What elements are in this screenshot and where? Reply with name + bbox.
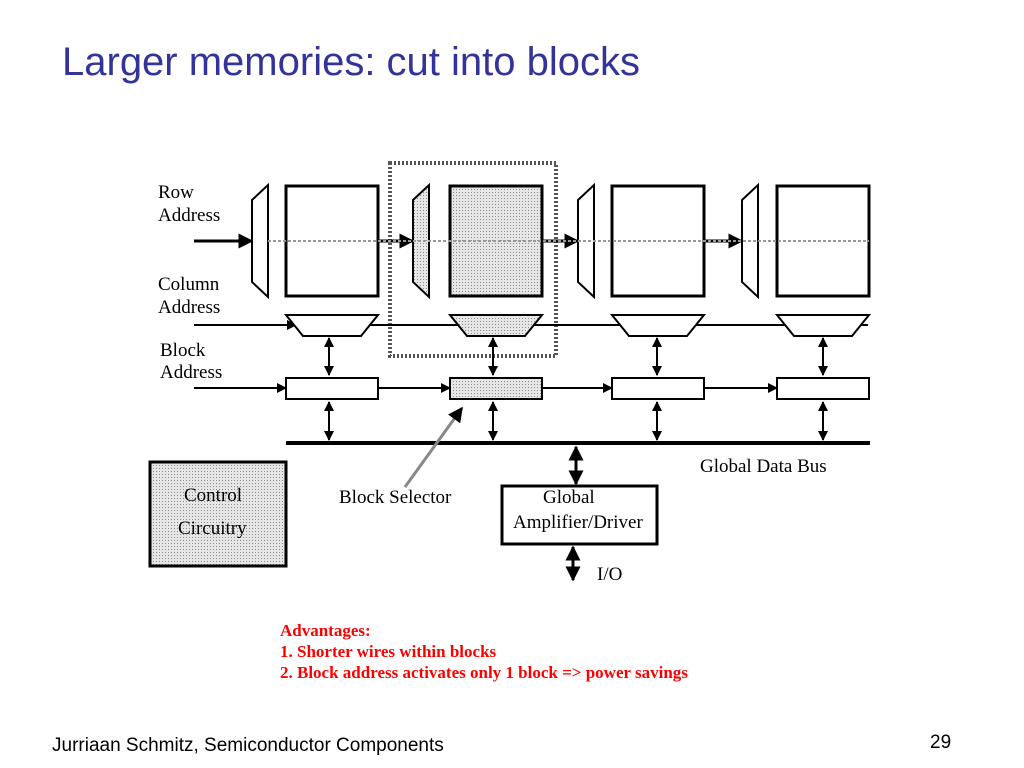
control-circuitry-box [148,460,288,568]
column-mux-2 [447,314,545,337]
column-address-label: Column [158,274,220,295]
block-selector-4 [776,377,870,400]
global-data-bus-label: Global Data Bus [700,456,827,477]
advantages-heading: Advantages: [280,621,371,640]
global-amplifier-box [500,484,659,546]
io-label: I/O [597,564,622,585]
block-address-label: Block [160,340,206,361]
footer-author: Jurriaan Schmitz, Semiconductor Componen… [52,735,444,756]
slide-title: Larger memories: cut into blocks [62,40,641,84]
block-selector-label: Block Selector [339,487,452,508]
advantages-list: Advantages: 1. Shorter wires within bloc… [280,620,688,683]
page-number: 29 [930,732,952,753]
block-address-label: Address [160,362,222,383]
row-address-label: Address [158,205,220,226]
amplifier-label: Global [543,487,595,508]
block-selector-2 [449,377,543,400]
column-address-label: Address [158,297,220,318]
control-circuitry-label: Circuitry [178,518,247,539]
block-selector-3 [611,377,705,400]
advantage-item: 2. Block address activates only 1 block … [280,663,688,682]
block-selector-1 [285,377,379,400]
block-selector-pointer [403,406,464,488]
row-address-label: Row [158,182,194,203]
column-mux-3 [609,314,707,337]
amplifier-label: Amplifier/Driver [513,512,643,533]
control-circuitry-label: Control [184,485,242,506]
row-decoder-1 [251,182,269,300]
selected-block-frame [388,161,558,358]
column-mux-1 [283,314,381,337]
column-mux-4 [774,314,872,337]
advantage-item: 1. Shorter wires within blocks [280,642,497,661]
